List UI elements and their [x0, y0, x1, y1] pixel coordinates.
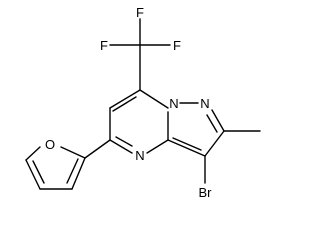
atom-label-oxygen-furan: O [45, 137, 55, 152]
molecule-structure: F F F N N N O Br [25, 5, 261, 200]
bond-c5-n4-double [115, 136, 133, 147]
bond-c5-n4 [109, 139, 133, 154]
pyrimidine-ring [109, 89, 169, 154]
atom-label-nitrogen-pyrimidine: N [135, 148, 144, 163]
pyrazole-ring [167, 102, 261, 184]
bond-c7-n1 [139, 89, 169, 109]
bond-c7-c6-double [112, 96, 137, 112]
trifluoromethyl-group [109, 18, 171, 91]
atom-label-nitrogen-pyrazole: N [200, 96, 209, 111]
atom-label-nitrogen-bridgehead: N [169, 96, 178, 111]
bond-c5-furan [84, 139, 111, 159]
bond-c3-c3a [167, 139, 206, 157]
bond-n2-c2 [211, 109, 225, 132]
bond-c7-c6 [109, 89, 141, 109]
bond-n2-c2-double [206, 114, 218, 133]
bond-furanc5-furanc4-double [32, 160, 45, 184]
atom-label-fluorine-left: F [100, 38, 108, 53]
furan-ring [25, 139, 111, 190]
atom-label-bromine: Br [199, 185, 213, 200]
atom-label-fluorine-right: F [173, 38, 181, 53]
bond-c2-c3 [204, 130, 225, 157]
bond-c3-c3a-double [172, 137, 202, 151]
bond-furanc3-furanc2-double [66, 158, 79, 184]
atom-label-fluorine-top: F [136, 5, 144, 20]
bond-o-furanc5 [25, 146, 41, 161]
bond-furanc2-o [60, 146, 86, 159]
bond-furanc5-furanc4 [25, 159, 41, 190]
bond-n4-c3a [146, 139, 169, 154]
bond-furanc3-furanc2 [71, 157, 86, 190]
